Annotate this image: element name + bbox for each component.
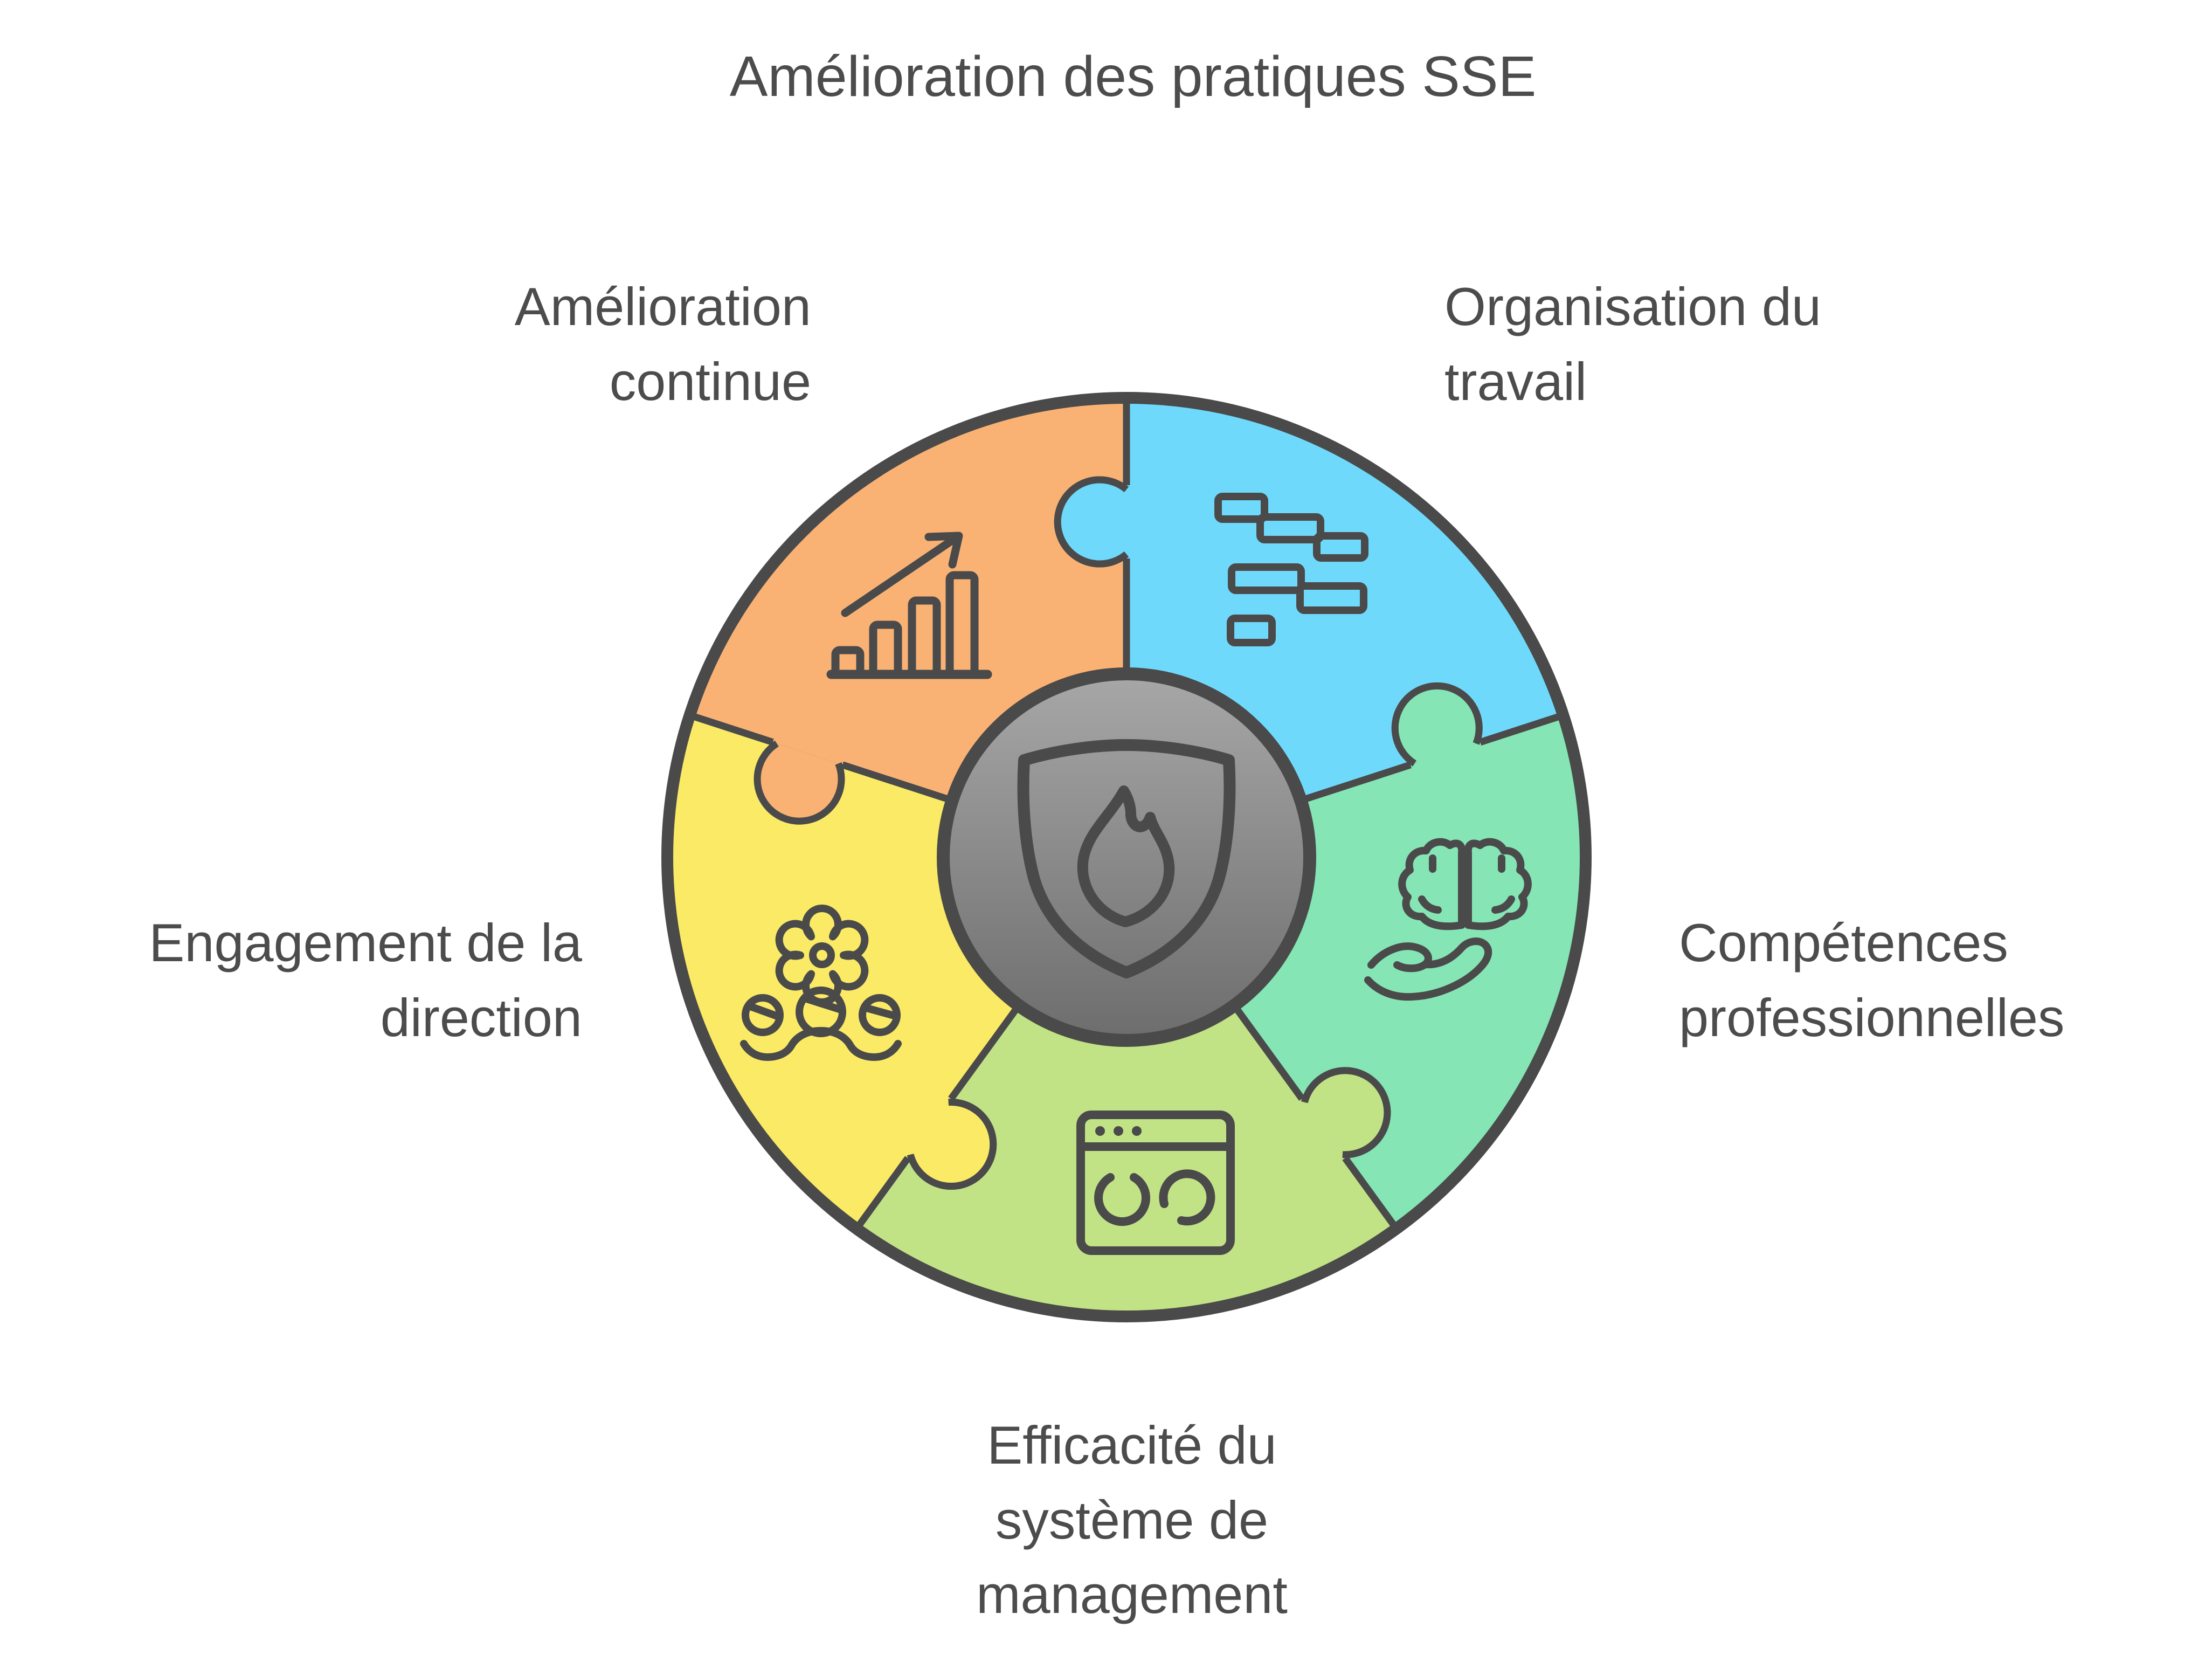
label-line: Compétences — [1679, 913, 2008, 973]
label-line: Organisation du — [1444, 277, 1821, 336]
label-line: Amélioration — [514, 277, 811, 336]
label-line: direction — [380, 987, 582, 1047]
knob-blue — [1054, 476, 1129, 568]
label-line: Engagement de la — [149, 913, 582, 973]
label-amelioration-continue: Amélioration continue — [323, 270, 811, 419]
center-hub — [937, 667, 1316, 1047]
knob-green — [1391, 682, 1483, 767]
puzzle-knobs — [754, 476, 1483, 1190]
label-organisation-du-travail: Organisation du travail — [1444, 270, 2064, 419]
knob-lightgreen — [1301, 1067, 1391, 1158]
knob-neck — [1126, 485, 1135, 558]
label-engagement-direction: Engagement de la direction — [54, 906, 582, 1055]
gear-team-icon — [740, 905, 902, 1061]
knob-neck — [901, 1093, 951, 1158]
label-line: travail — [1444, 351, 1587, 411]
brain-hand-icon — [1364, 838, 1532, 1001]
knob-neck — [772, 734, 845, 765]
label-line: management — [976, 1564, 1288, 1625]
growth-chart-icon — [826, 532, 992, 679]
center-circle — [937, 667, 1316, 1047]
shield-flame-icon — [1017, 739, 1236, 978]
knob-neck — [1295, 1099, 1345, 1163]
label-efficacite-systeme-management: Efficacité du système de management — [862, 1408, 1401, 1632]
label-line: continue — [609, 351, 811, 411]
wheel-outer-ring — [661, 392, 1592, 1322]
label-line: professionnelles — [1679, 987, 2065, 1047]
knob-yellow — [907, 1099, 997, 1190]
gantt-chart-icon — [1214, 493, 1368, 646]
label-line: Efficacité du — [987, 1415, 1277, 1475]
knob-orange — [754, 740, 845, 825]
label-competences-professionnelles: Compétences professionnelles — [1679, 906, 2196, 1055]
browser-sync-icon — [1076, 1111, 1235, 1255]
label-line: système de — [995, 1489, 1269, 1550]
knob-neck — [1410, 742, 1483, 773]
diagram-title: Amélioration des pratiques SSE — [729, 45, 1537, 108]
